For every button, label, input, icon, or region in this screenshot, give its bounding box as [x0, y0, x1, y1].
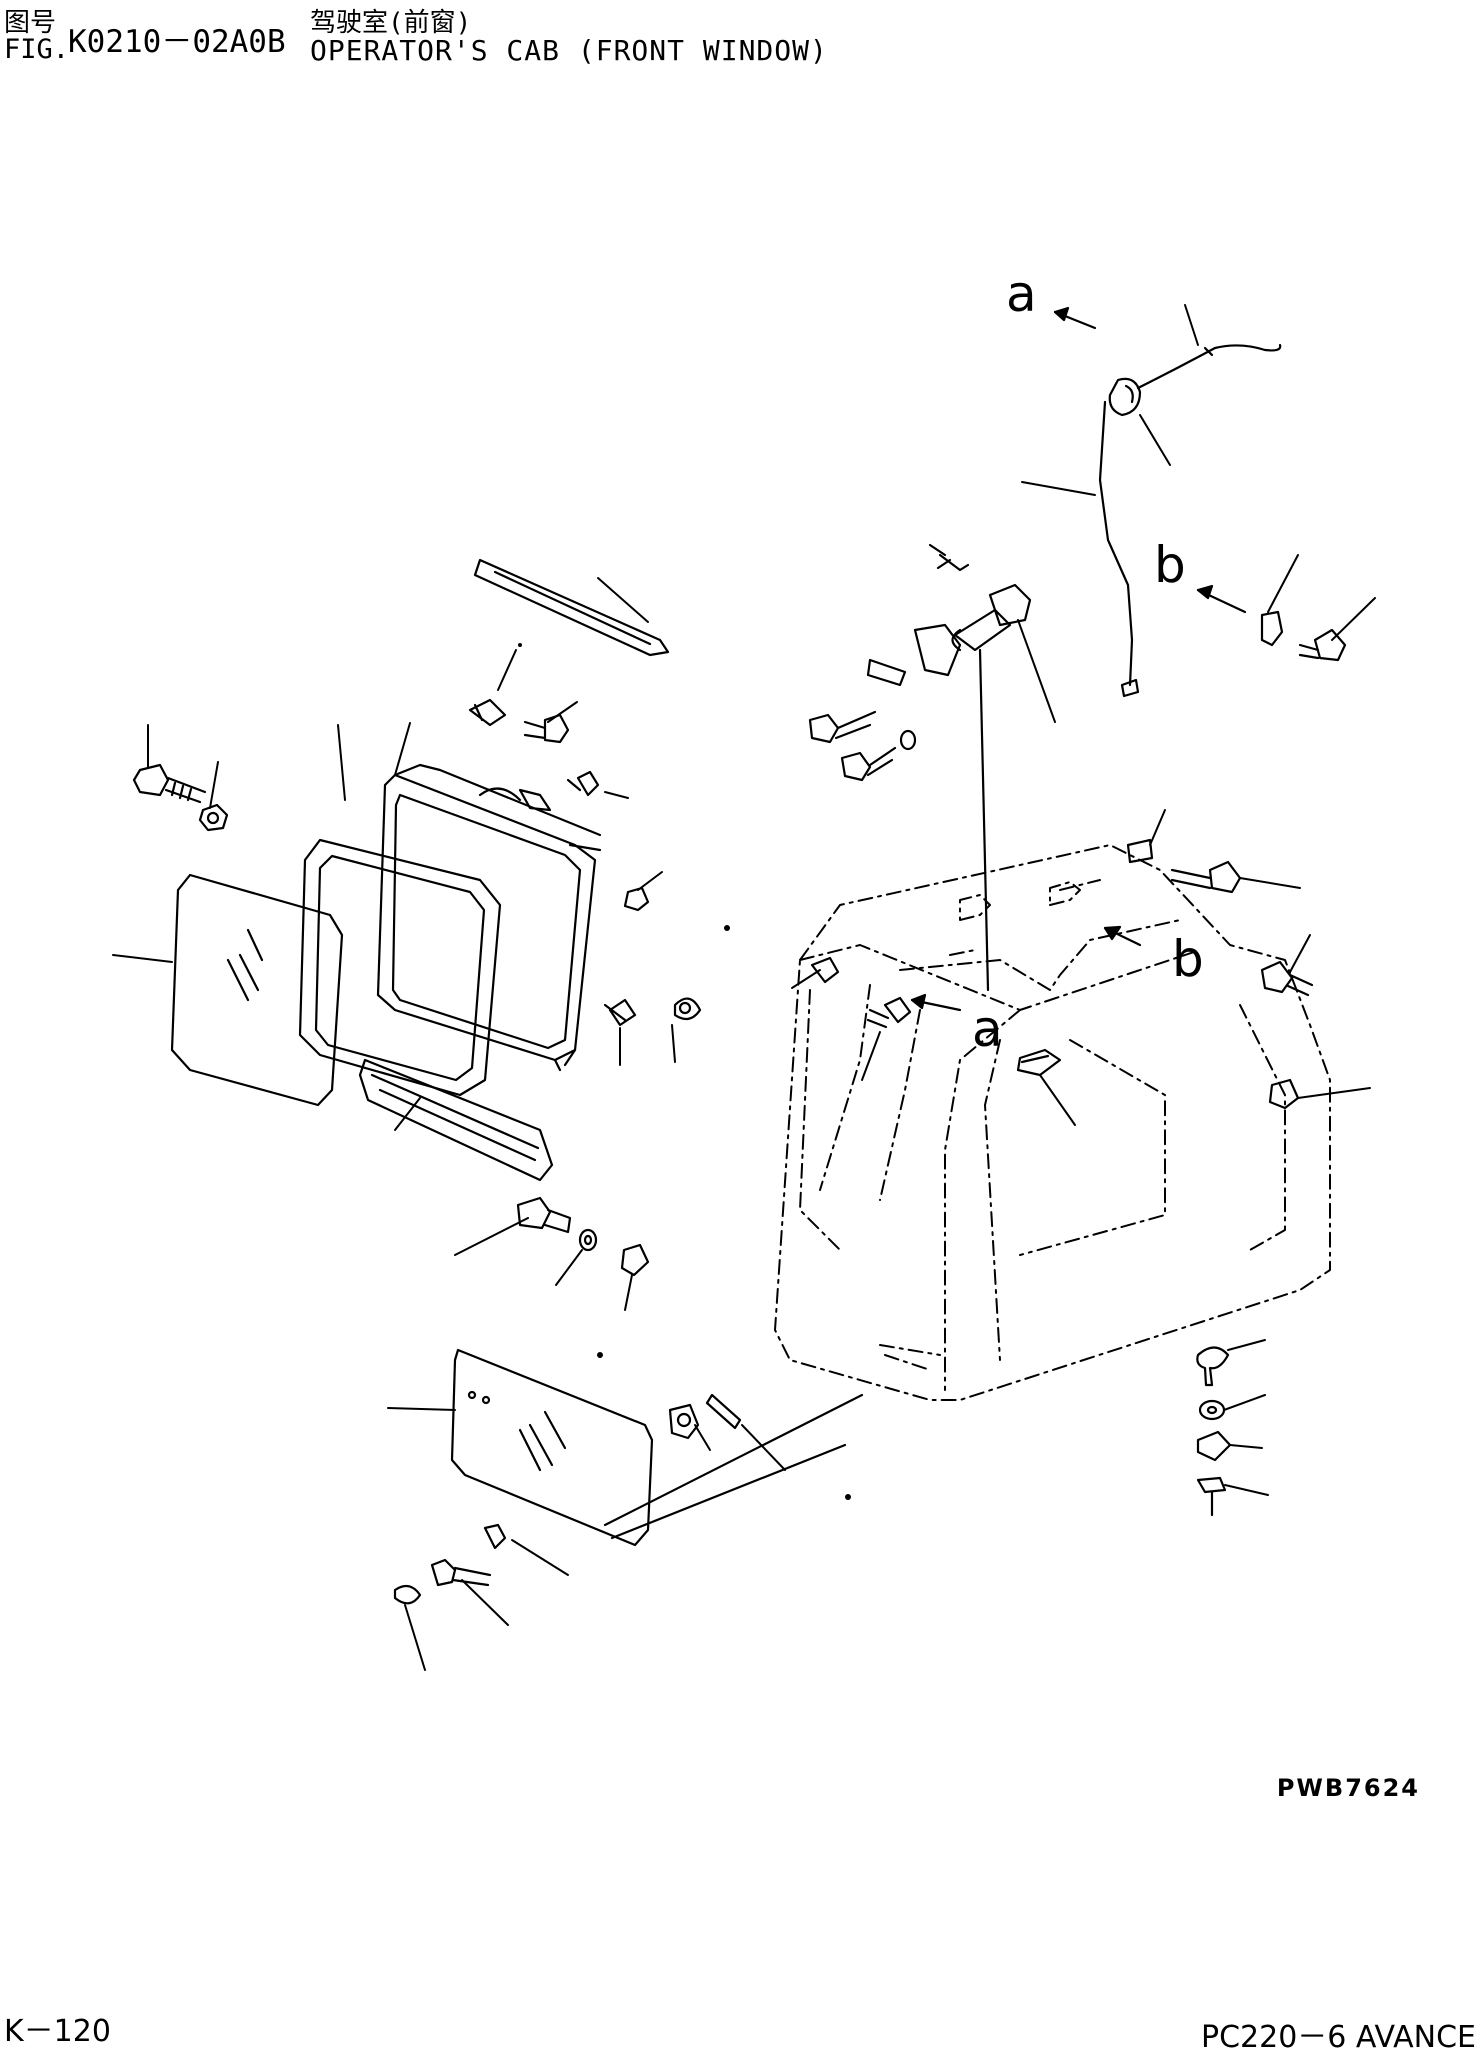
speaker-harness	[1100, 345, 1280, 696]
bracket-clips-top	[470, 700, 550, 810]
front-window-glass	[172, 875, 342, 1105]
nut-upper-left	[200, 805, 227, 830]
drawing-reference: PWB7624	[1276, 1774, 1420, 1802]
clip-lower-mid	[622, 1245, 648, 1275]
wiper-bracket	[868, 625, 960, 685]
machine-model: PC220－6 AVANCE	[1201, 2020, 1476, 2055]
bolt-lower-mid	[518, 1198, 570, 1232]
registration-dots	[518, 643, 851, 1500]
lower-glass	[452, 1350, 862, 1545]
diagram-title: OPERATOR'S CAB (FRONT WINDOW)	[310, 34, 828, 67]
wiper-bolts	[810, 712, 915, 780]
clip-bolt-b	[1300, 630, 1345, 660]
ref-arrows	[912, 308, 1245, 1010]
lower-rail	[360, 1060, 552, 1180]
harness-clip	[1262, 612, 1282, 645]
fig-label: FIG.	[4, 34, 70, 65]
cab-front-clip	[812, 958, 1060, 1075]
bolt-upper-left	[134, 765, 205, 802]
fig-label-cn: 图号	[4, 8, 57, 38]
upper-rail	[475, 560, 668, 655]
callout-b-cab: b	[1172, 930, 1204, 988]
page-number: K－120	[4, 2014, 111, 2049]
callout-a-cab: a	[972, 1000, 1003, 1058]
leader-lines	[113, 305, 1375, 1670]
callout-a-top: a	[1006, 265, 1037, 323]
title-cn: 驾驶室(前窗)	[310, 8, 472, 38]
washer-lower-mid	[580, 1230, 596, 1250]
window-seal	[300, 840, 500, 1095]
fig-code: K0210－02A0B	[68, 24, 286, 60]
callout-b-top: b	[1154, 536, 1186, 594]
bolts-frame-right	[525, 715, 700, 1025]
window-frame	[378, 765, 600, 1070]
wiper-motor	[930, 545, 1030, 990]
right-side-hardware	[1197, 1348, 1230, 1516]
cab-frame	[775, 845, 1330, 1400]
cab-top-bolts	[1128, 840, 1312, 1108]
lower-glass-hardware	[395, 1395, 740, 1603]
